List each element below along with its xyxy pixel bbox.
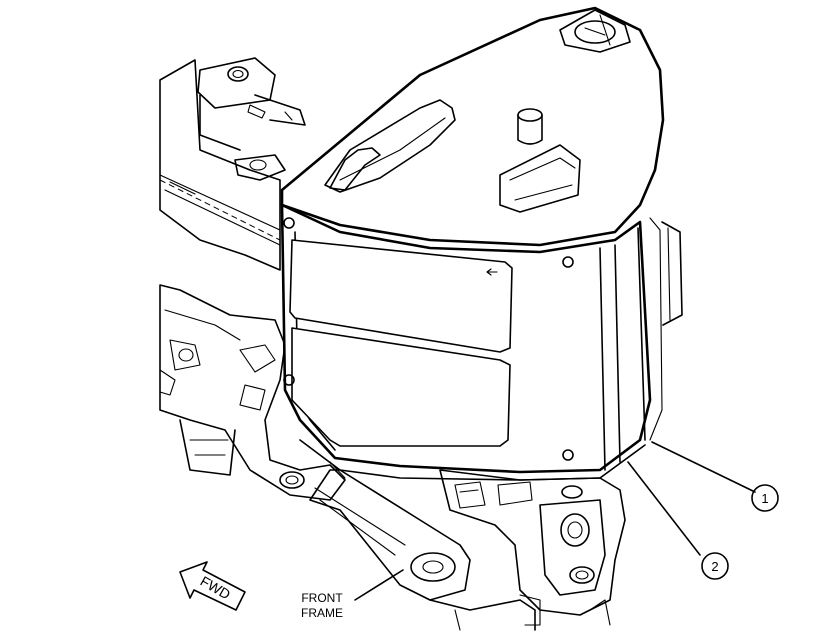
rear-frame-structure	[159, 57, 306, 271]
cab-enclosure	[280, 6, 683, 481]
hinge-structure	[439, 469, 626, 626]
callout-1-number: 1	[761, 491, 768, 506]
front-frame	[309, 469, 536, 631]
lower-frame-structure	[159, 284, 346, 501]
callout-leaders	[354, 441, 756, 601]
callout-1: 1	[751, 484, 779, 512]
callout-2-number: 2	[711, 559, 718, 574]
fwd-arrow-icon: FWD	[179, 561, 246, 611]
front-frame-label-line1: FRONT	[301, 591, 343, 605]
callout-2: 2	[701, 552, 729, 580]
front-frame-label-line2: FRAME	[301, 606, 343, 620]
front-frame-label: FRONT FRAME	[301, 591, 343, 620]
